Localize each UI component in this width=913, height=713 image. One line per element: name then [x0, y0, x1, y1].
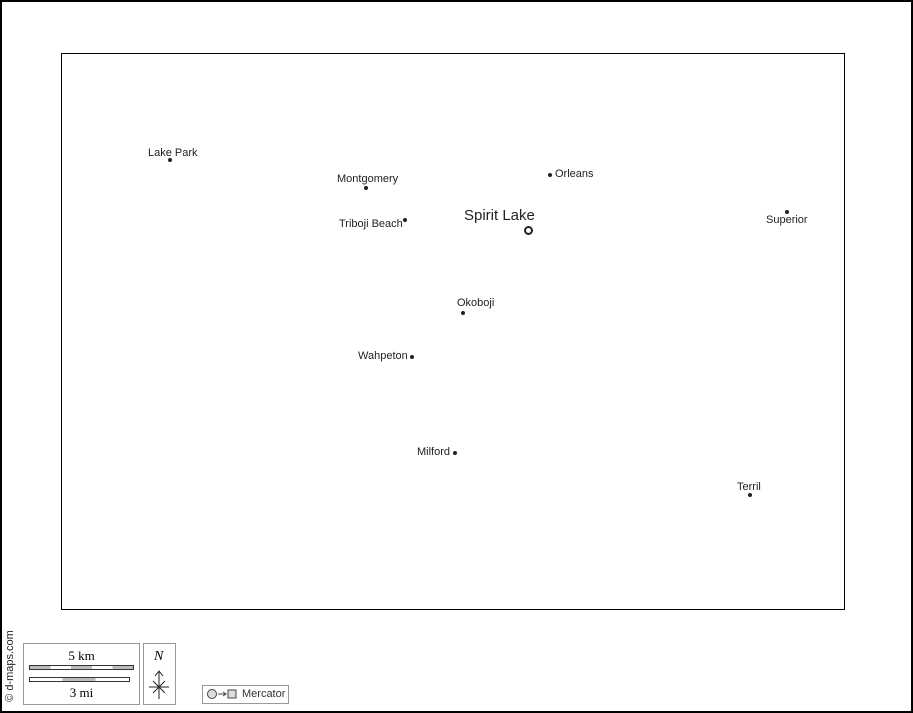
town-label: Terril [737, 481, 761, 493]
town-dot [453, 451, 457, 455]
town-dot [548, 173, 552, 177]
town-dot [748, 493, 752, 497]
town-label: Orleans [555, 168, 594, 180]
town-label: Okoboji [457, 297, 495, 309]
town-dot [364, 186, 368, 190]
capital-label: Spirit Lake [464, 207, 535, 224]
town-label: Lake Park [148, 147, 198, 159]
capital-marker [524, 226, 533, 235]
copyright: © d-maps.com [4, 630, 16, 702]
scale-km-label: 5 km [68, 648, 95, 663]
north-label: N [154, 649, 164, 664]
projection-icon [207, 689, 237, 699]
town-dot [403, 218, 407, 222]
projection-note: Mercator [202, 685, 289, 704]
projection-label: Mercator [242, 688, 286, 700]
town-dot [461, 311, 465, 315]
town-label: Triboji Beach [339, 218, 403, 230]
scale-bar: 5 km 3 mi [23, 643, 140, 705]
town-label: Wahpeton [358, 350, 408, 362]
town-label: Montgomery [337, 173, 399, 185]
km-bar [29, 665, 134, 670]
compass-icon [149, 670, 169, 699]
town-label: Milford [417, 446, 451, 458]
scale-mi-label: 3 mi [69, 685, 94, 700]
county-outline [61, 53, 845, 610]
town-dot [168, 158, 172, 162]
town-label: Superior [766, 214, 808, 226]
north-arrow: N [143, 643, 176, 705]
mi-bar [29, 677, 130, 682]
town-dot [785, 210, 789, 214]
town-dot [410, 355, 414, 359]
